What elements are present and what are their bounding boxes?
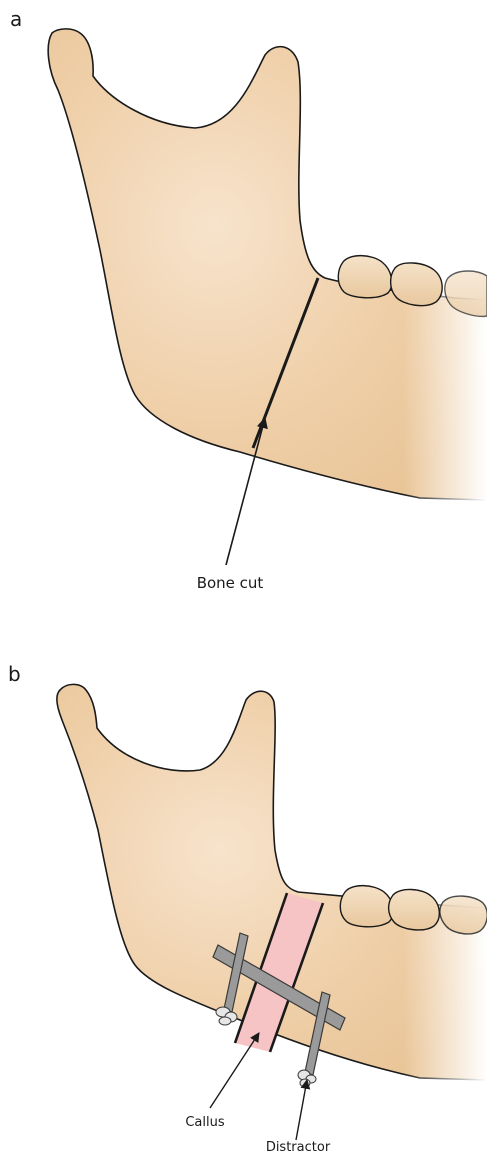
- callus-label: Callus: [185, 1115, 225, 1130]
- panel-a: a Bone cut: [10, 7, 487, 592]
- panel-b-letter: b: [8, 662, 21, 686]
- distractor-label: Distractor: [266, 1140, 331, 1155]
- callus-arrow: [210, 1033, 259, 1108]
- tooth-a-1: [338, 256, 392, 298]
- tooth-a-2: [391, 263, 443, 306]
- bone-cut-label: Bone cut: [197, 574, 264, 592]
- panel-b: b: [8, 662, 487, 1155]
- panel-a-letter: a: [10, 7, 22, 31]
